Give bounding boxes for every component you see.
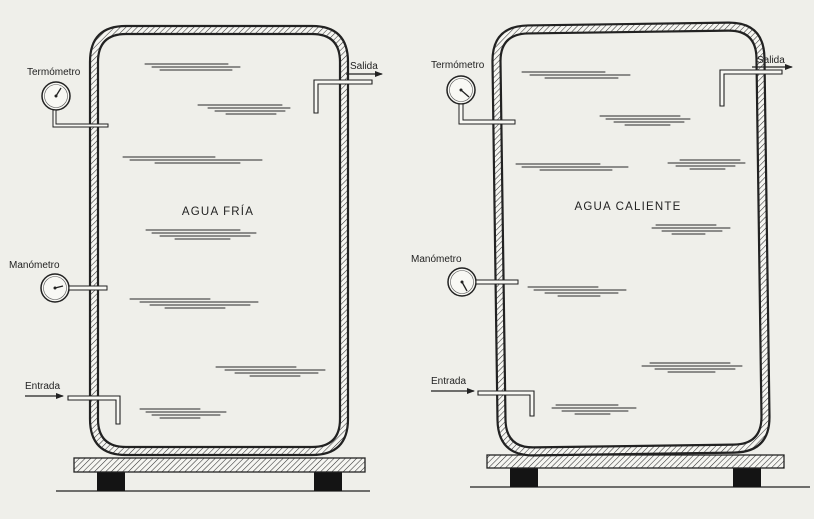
outlet: Salida: [719, 55, 793, 107]
tank-base-plate: [486, 454, 785, 469]
outlet-pipe: [313, 79, 373, 114]
tank-foot-right: [733, 468, 761, 487]
tank-hot-water: AGUA CALIENTE Termómetro Manómetro Entra…: [411, 21, 810, 488]
tank-inner-wall: [499, 29, 763, 449]
thermometer-stem: [458, 103, 516, 125]
outlet-pipe: [719, 69, 783, 107]
pressure-gauge: Manómetro: [411, 254, 519, 297]
inlet: Entrada: [25, 381, 121, 425]
pressure-gauge-stem: [68, 285, 108, 291]
tank-cold-water: AGUA FRÍA Termómetro Manómetro Entrada: [9, 24, 383, 492]
thermometer: Termómetro: [431, 60, 516, 125]
tank-inner-wall: [97, 33, 341, 448]
water-ripples: [515, 71, 746, 415]
tank-title: AGUA FRÍA: [182, 205, 254, 218]
thermometer: Termómetro: [27, 67, 109, 128]
outlet-label: Salida: [350, 61, 378, 72]
tank-shell-group: [491, 21, 771, 457]
pressure-gauge: Manómetro: [9, 260, 108, 303]
tank-foot-left: [510, 468, 538, 487]
inlet: Entrada: [431, 376, 535, 417]
thermometer-label: Termómetro: [431, 60, 485, 71]
pressure-gauge-label: Manómetro: [9, 260, 60, 271]
pressure-gauge-label: Manómetro: [411, 254, 462, 265]
tank-base-plate: [73, 457, 366, 473]
inlet-pipe: [477, 390, 535, 417]
thermometer-stem: [52, 109, 109, 128]
pressure-gauge-stem: [475, 279, 519, 285]
tank-shell: [88, 24, 350, 457]
tank-foot-right: [314, 472, 342, 491]
thermometer-label: Termómetro: [27, 67, 81, 78]
water-ripples: [122, 63, 326, 419]
inlet-label: Entrada: [431, 376, 466, 387]
outlet-label: Salida: [757, 55, 785, 66]
tank-foot-left: [97, 472, 125, 491]
inlet-pipe: [67, 395, 121, 425]
tank-title: AGUA CALIENTE: [575, 201, 682, 213]
outlet: Salida: [313, 61, 383, 114]
inlet-label: Entrada: [25, 381, 60, 392]
